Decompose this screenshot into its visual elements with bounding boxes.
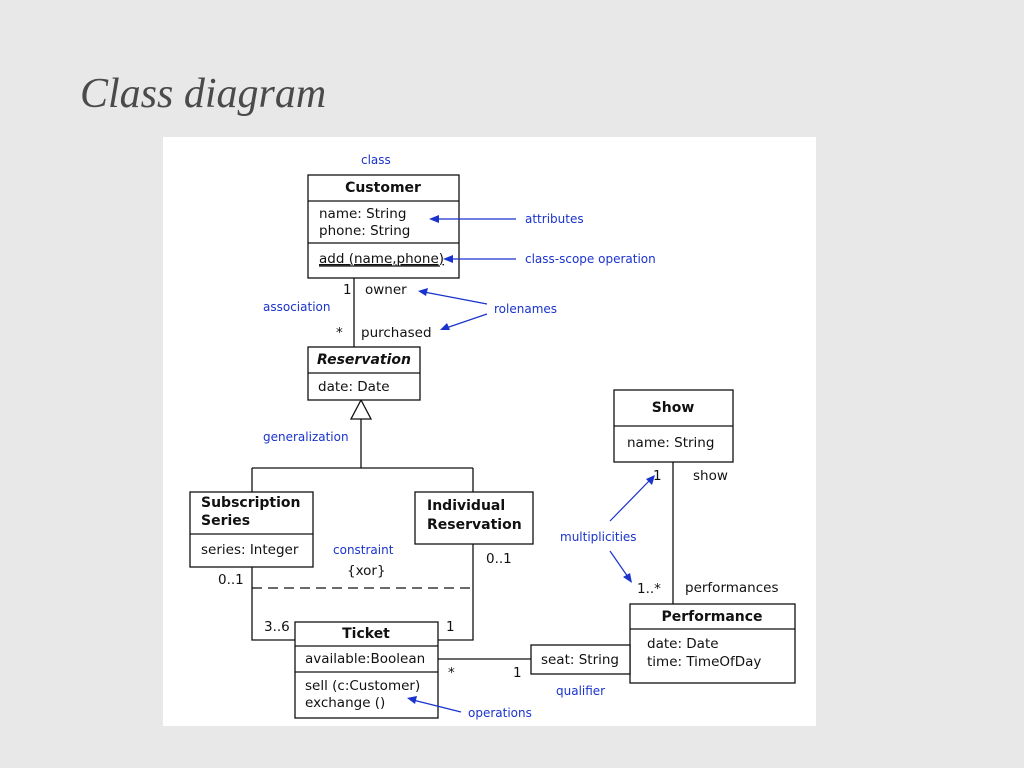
- ticket-operation-exchange: exchange (): [305, 695, 385, 711]
- reservation-name: Reservation: [317, 352, 411, 368]
- subscription-ticket-association: [251, 567, 295, 641]
- annotation-constraint: constraint: [333, 543, 394, 557]
- show-multiplicity: 1: [653, 468, 662, 484]
- show-rolename: show: [693, 468, 728, 484]
- ticket-name: Ticket: [342, 626, 390, 642]
- subscription-name-line2: Series: [201, 513, 250, 529]
- subscription-attribute-series: series: Integer: [201, 542, 299, 558]
- individual-name-line2: Reservation: [427, 517, 522, 533]
- subscription-name-line1: Subscription: [201, 495, 301, 511]
- performance-attribute-time: time: TimeOfDay: [647, 654, 761, 670]
- rolenames-arrow-owner: [423, 291, 488, 305]
- operations-arrowhead: [407, 696, 417, 704]
- multiplicities-arrow-performance: [609, 550, 629, 578]
- purchased-rolename: purchased: [361, 325, 432, 341]
- annotation-operations: operations: [468, 706, 532, 720]
- subscription-ticket-multiplicity: 0..1: [218, 572, 244, 588]
- reservation-class: Reservation date: Date: [307, 346, 421, 401]
- qualifier-box: seat: String: [530, 644, 631, 675]
- performance-attribute-date: date: Date: [647, 636, 719, 652]
- annotation-class: class: [361, 153, 391, 167]
- ticket-qualifier-multiplicity: *: [448, 665, 455, 681]
- show-class: Show name: String: [613, 389, 734, 463]
- performances-rolename: performances: [685, 580, 779, 596]
- annotation-generalization: generalization: [263, 430, 349, 444]
- performance-name: Performance: [661, 609, 762, 625]
- generalization-arrowhead: [349, 398, 373, 420]
- individual-name-line1: Individual: [427, 498, 505, 514]
- performances-multiplicity: 1..*: [637, 581, 661, 597]
- multiplicities-arrowhead-show: [646, 475, 655, 485]
- owner-multiplicity: 1: [343, 282, 352, 298]
- customer-attribute-phone: phone: String: [319, 223, 410, 239]
- performance-class: Performance date: Date time: TimeOfDay: [629, 603, 796, 684]
- multiplicities-arrowhead-performance: [623, 573, 632, 583]
- multiplicities-arrow-show: [609, 479, 651, 522]
- ticket-subscription-multiplicity: 3..6: [264, 619, 290, 635]
- rolenames-arrowhead-owner: [418, 288, 428, 296]
- individual-ticket-association: [438, 544, 474, 641]
- show-attribute-name: name: String: [627, 435, 714, 451]
- attributes-arrowhead: [429, 215, 439, 223]
- ticket-class: Ticket available:Boolean sell (c:Custome…: [294, 621, 439, 719]
- xor-constraint: {xor}: [347, 563, 386, 579]
- class-diagram: Customer name: String phone: String add …: [189, 153, 796, 720]
- individual-reservation-class: Individual Reservation: [414, 491, 534, 545]
- qualifier-multiplicity: 1: [513, 665, 522, 681]
- annotation-association: association: [263, 300, 330, 314]
- annotation-qualifier: qualifier: [556, 684, 605, 698]
- individual-ticket-multiplicity: 0..1: [486, 551, 512, 567]
- purchased-multiplicity: *: [336, 325, 343, 341]
- customer-name: Customer: [345, 180, 421, 196]
- diagram-canvas: Customer name: String phone: String add …: [163, 137, 816, 726]
- operations-arrow: [412, 699, 462, 713]
- rolenames-arrowhead-purchased: [440, 323, 450, 330]
- customer-attribute-name: name: String: [319, 206, 406, 222]
- slide-title: Class diagram: [80, 71, 327, 117]
- class-scope-arrowhead: [443, 255, 453, 263]
- customer-operation-add: add (name,phone): [319, 251, 444, 267]
- customer-class: Customer name: String phone: String add …: [307, 174, 460, 279]
- owner-rolename: owner: [365, 282, 407, 298]
- annotation-attributes: attributes: [525, 212, 584, 226]
- annotation-class-scope-operation: class-scope operation: [525, 252, 656, 266]
- rolenames-arrow-purchased: [445, 313, 488, 329]
- annotation-multiplicities: multiplicities: [560, 530, 637, 544]
- qualifier-label: seat: String: [541, 652, 619, 668]
- annotation-rolenames: rolenames: [494, 302, 557, 316]
- ticket-operation-sell: sell (c:Customer): [305, 678, 420, 694]
- ticket-individual-multiplicity: 1: [446, 619, 455, 635]
- ticket-attribute-available: available:Boolean: [305, 651, 425, 667]
- subscription-series-class: Subscription Series series: Integer: [189, 491, 314, 568]
- reservation-attribute-date: date: Date: [318, 379, 390, 395]
- show-name: Show: [652, 400, 695, 416]
